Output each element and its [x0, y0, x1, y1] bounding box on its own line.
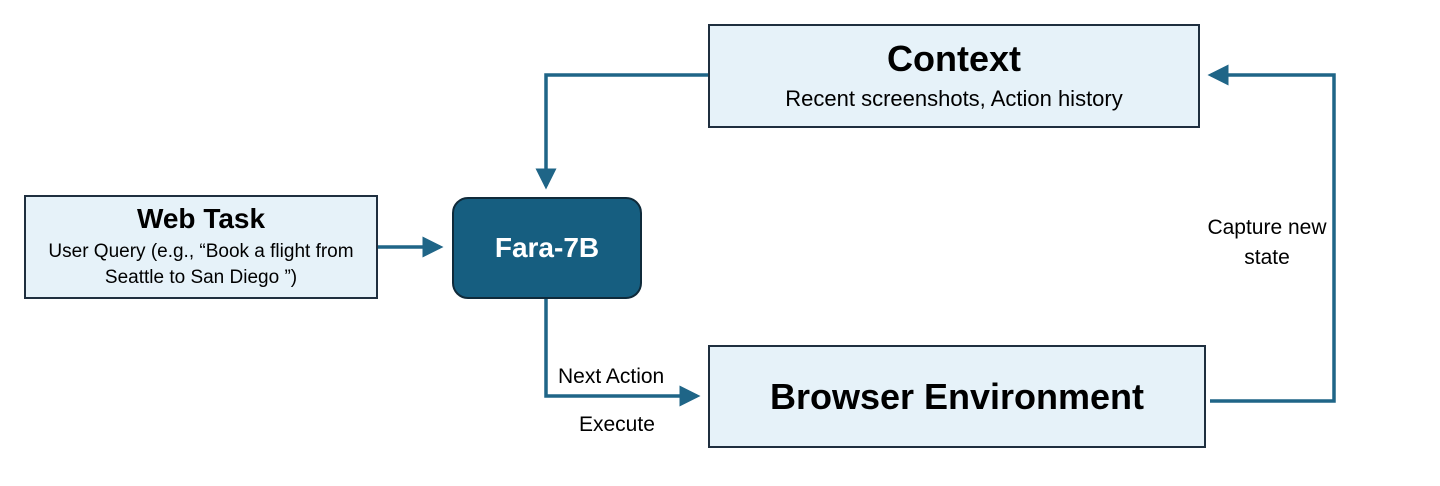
model-box: Fara-7B: [452, 197, 642, 299]
web-task-title: Web Task: [136, 203, 266, 235]
context-box: Context Recent screenshots, Action histo…: [708, 24, 1200, 128]
next-action-label: Next Action: [558, 365, 665, 388]
context-subtitle: Recent screenshots, Action history: [785, 86, 1123, 112]
browser-environment-title: Browser Environment: [769, 375, 1145, 417]
web-task-box: Web Task User Query (e.g., “Book a fligh…: [24, 195, 378, 299]
arrow-browser-to-context: [1207, 64, 1336, 403]
arrow-context-to-model: [535, 73, 708, 190]
context-title: Context: [887, 38, 1021, 79]
model-title: Fara-7B: [494, 231, 600, 263]
browser-environment-box: Browser Environment: [708, 345, 1206, 448]
execute-label: Execute: [579, 413, 655, 436]
web-task-subtitle: User Query (e.g., “Book a flight from Se…: [48, 241, 354, 289]
capture-new-state-label: Capture new state: [1207, 216, 1327, 270]
arrow-model-to-browser: [544, 299, 701, 407]
